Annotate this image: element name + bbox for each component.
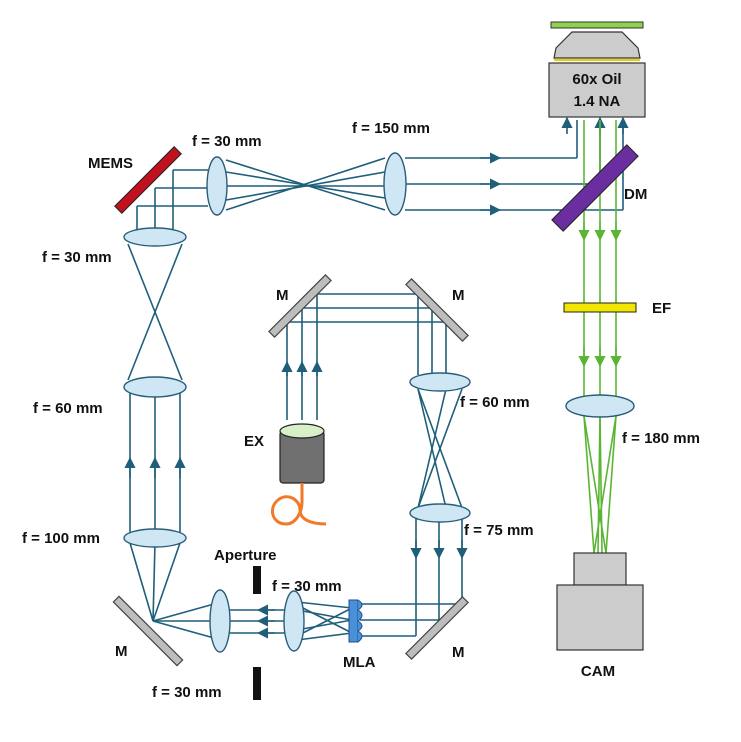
m-bottom-left-label: M [115, 643, 128, 660]
m-top-left-label: M [276, 287, 289, 304]
lx-2 [127, 243, 183, 381]
mla-fan-1 [296, 601, 353, 609]
bl-in-3 [152, 620, 215, 639]
mla-fan-2 [296, 607, 353, 637]
em-conv-2 [583, 415, 607, 554]
objective-lens: 60x Oil 1.4 NA [548, 21, 646, 118]
mla-label: MLA [343, 654, 376, 671]
lens-right-60 [409, 372, 471, 392]
bl-up-3 [152, 542, 181, 622]
objective-magnification: 60x Oil [572, 71, 621, 88]
ex-body [279, 430, 325, 484]
aperture-label: Aperture [214, 547, 277, 564]
mirror-top-right [405, 278, 469, 342]
mla-fan-4 [296, 619, 353, 631]
mla-lenslets [357, 599, 363, 643]
mla-base [348, 599, 359, 643]
lens-tube-150 [383, 152, 407, 216]
mirror-bottom-left [112, 595, 184, 667]
em-conv-5 [593, 415, 617, 554]
em-conv-6 [605, 415, 617, 554]
mems-mirror [114, 146, 182, 214]
lens-tube-180-label: f = 180 mm [622, 430, 700, 447]
lens-left-30-label: f = 30 mm [42, 249, 112, 266]
aperture-top-blade [253, 566, 261, 594]
camera-mount [573, 552, 627, 586]
lens-left-60 [123, 376, 187, 398]
bl-up-1 [129, 542, 154, 622]
lens-right-75 [409, 503, 471, 523]
lens-mems-relay-label: f = 30 mm [192, 133, 262, 150]
camera [556, 552, 644, 651]
sample-slide [550, 21, 644, 29]
cross-4 [417, 388, 463, 509]
lens-left-100 [123, 528, 187, 548]
lens-ap-30-right [283, 590, 305, 652]
camera-body [556, 584, 644, 651]
lens-ap-30-bottom-label: f = 30 mm [152, 684, 222, 701]
bl-up-2 [152, 542, 156, 622]
objective-body [548, 62, 646, 118]
em-conv-4 [599, 415, 603, 554]
lens-right-60-label: f = 60 mm [460, 394, 530, 411]
lens-right-75-label: f = 75 mm [464, 522, 534, 539]
emission-filter [563, 302, 637, 313]
emission-beam-path [578, 120, 622, 554]
rx-5 [225, 171, 386, 201]
bl-in-1 [152, 603, 215, 622]
mems-label: MEMS [88, 155, 133, 172]
dichroic-mirror [551, 144, 639, 232]
excitation-source [270, 423, 327, 526]
dichroic-plate [551, 144, 639, 232]
optical-fiber [270, 483, 327, 526]
mirror-top-left [268, 274, 332, 338]
cam-label: CAM [581, 663, 615, 680]
lens-left-30 [123, 227, 187, 247]
cross-5 [417, 388, 447, 509]
lens-ap-30-left [209, 589, 231, 653]
mla-fan-3 [296, 609, 353, 621]
rx-2 [225, 157, 386, 211]
lens-tube-180 [565, 394, 635, 418]
em-conv-1 [583, 415, 595, 554]
ex-window [279, 423, 325, 439]
mirror-bottom-right [405, 596, 469, 660]
mla-fan-5 [296, 604, 353, 634]
lens-tube-150-label: f = 150 mm [352, 120, 430, 137]
objective-tip [553, 31, 641, 59]
lens-left-60-label: f = 60 mm [33, 400, 103, 417]
excitation-beam-path [124, 116, 629, 641]
dm-label: DM [624, 186, 647, 203]
objective-na: 1.4 NA [574, 93, 621, 110]
m-top-right-label: M [452, 287, 465, 304]
ex-label: EX [244, 433, 264, 450]
lens-mems-relay [206, 156, 228, 216]
microlens-array [348, 599, 363, 643]
ef-label: EF [652, 300, 671, 317]
rx-4 [225, 171, 386, 199]
mla-fan-6 [296, 632, 353, 641]
m-bottom-right-label: M [452, 644, 465, 661]
lens-ap-30-top-label: f = 30 mm [272, 578, 342, 595]
aperture-bottom-blade [253, 667, 261, 700]
lens-left-100-label: f = 100 mm [22, 530, 100, 547]
